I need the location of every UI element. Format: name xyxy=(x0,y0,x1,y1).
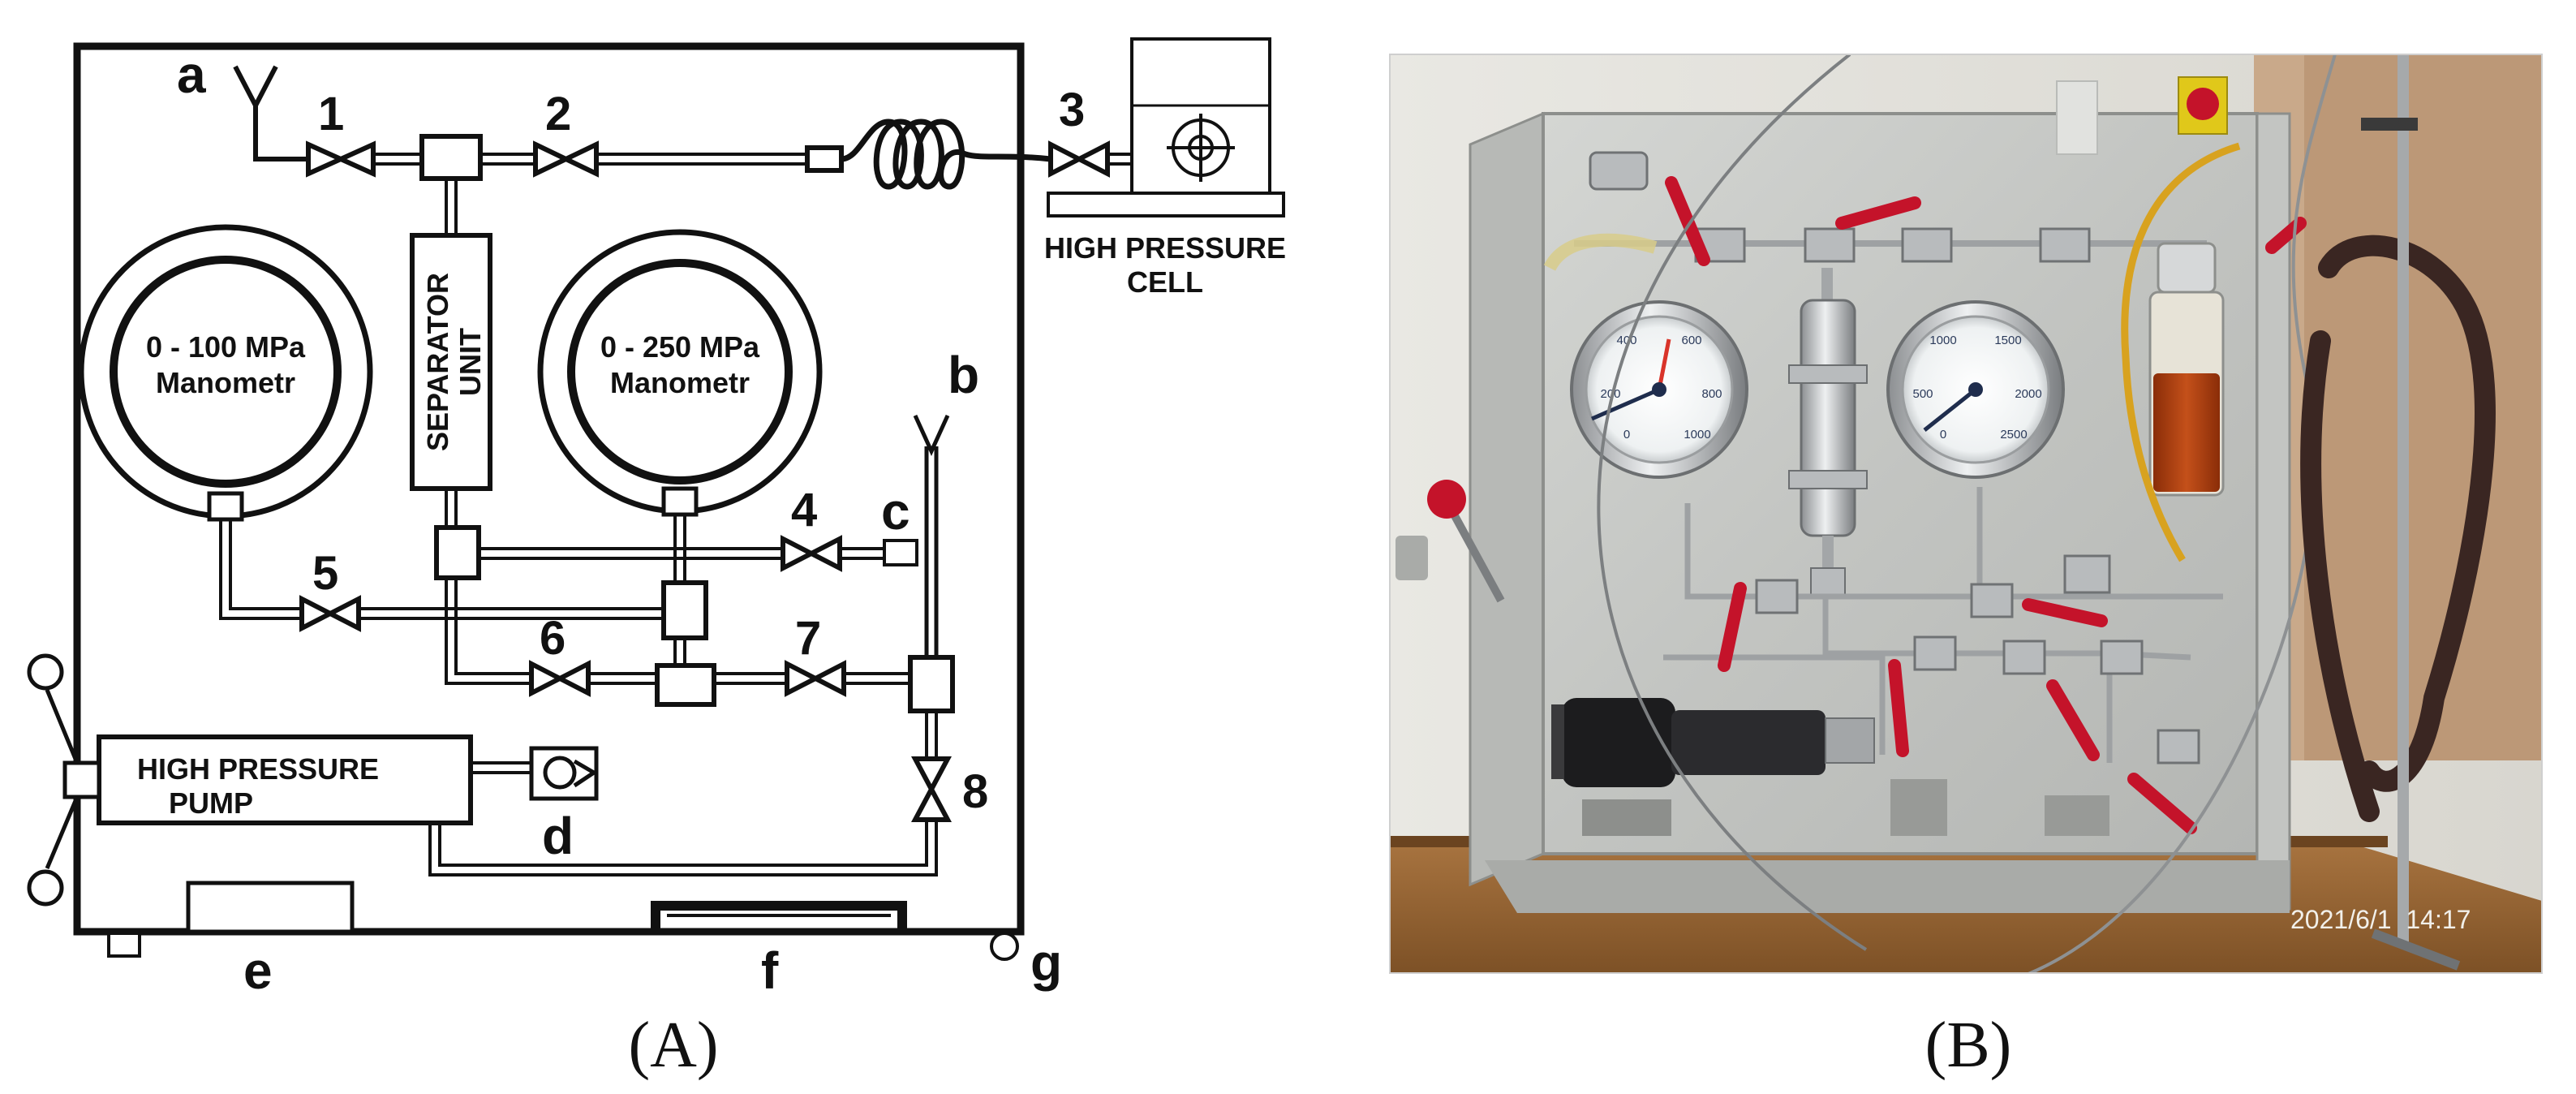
photo-valve-handles xyxy=(1665,176,2307,834)
cell-label-line2: CELL xyxy=(1127,265,1203,299)
valve-2-symbol xyxy=(533,140,599,178)
top-tee xyxy=(419,134,483,181)
inlet-a-arrow xyxy=(233,65,308,162)
gauge-right-tick-2500: 2500 xyxy=(2000,428,2027,441)
gauge-right-tick-2000: 2000 xyxy=(2015,387,2041,401)
label-e: e xyxy=(243,941,273,1000)
gauge-right-name: Manometr xyxy=(610,366,750,399)
separator-feed xyxy=(445,179,458,235)
filter-block xyxy=(805,145,844,173)
separator-bottom-tee xyxy=(434,525,481,580)
valve-1-label: 1 xyxy=(318,88,344,140)
label-b: b xyxy=(948,346,979,404)
pump-label-line1: HIGH PRESSURE xyxy=(137,752,379,786)
manifold-block-lower xyxy=(655,663,716,707)
caption-a: (A) xyxy=(628,1010,718,1081)
pump-motor-d xyxy=(529,746,599,801)
gauge-left-tick-600: 600 xyxy=(1681,334,1701,347)
gauge-right-outline xyxy=(537,229,823,583)
high-pressure-cell xyxy=(1047,37,1285,218)
separator-label-line1: SEPARATOR xyxy=(421,273,454,451)
cell-label-line1: HIGH PRESSURE xyxy=(1044,231,1286,265)
photo-gauge-right xyxy=(1886,300,2065,479)
separator-unit xyxy=(410,233,492,491)
photo-top-fittings xyxy=(1589,151,2091,263)
label-d: d xyxy=(542,807,574,865)
pump-label-line2: PUMP xyxy=(169,786,253,820)
photo-cable-arc xyxy=(1597,54,1868,951)
foot-left xyxy=(107,932,141,958)
gauge-right-tick-0: 0 xyxy=(1940,428,1946,441)
valve-3-symbol xyxy=(1048,140,1110,178)
photo-emergency-stop xyxy=(2056,76,2228,155)
caption-b: (B) xyxy=(1925,1010,2012,1081)
valve-8-label: 8 xyxy=(962,765,988,818)
gauge-right-tick-1000: 1000 xyxy=(1929,334,1956,347)
photo-cabinet-side xyxy=(1469,111,1545,887)
valve-6-label: 6 xyxy=(540,612,566,665)
valve-4-symbol xyxy=(781,535,842,572)
photo-lab-stand xyxy=(2398,54,2409,947)
manifold-block-upper xyxy=(661,580,708,640)
gauge-left-tick-0: 0 xyxy=(1623,428,1630,441)
gauge-left-tick-1000: 1000 xyxy=(1684,428,1710,441)
photo-yellow-tube xyxy=(2121,142,2241,562)
gauge-left-tick-200: 200 xyxy=(1600,387,1620,401)
foot-right-g xyxy=(990,932,1019,961)
label-g: g xyxy=(1030,933,1062,992)
gauge-right-tick-1500: 1500 xyxy=(1994,334,2021,347)
photo-lower-fittings xyxy=(1755,554,2200,765)
top-pipe xyxy=(373,153,807,166)
coil-tubing xyxy=(841,118,1051,190)
valve-1-symbol xyxy=(306,140,376,178)
gauge-left-name: Manometr xyxy=(156,366,295,399)
photo-timestamp: 2021/6/1 14:17 xyxy=(2290,905,2471,934)
gauge-left-tick-800: 800 xyxy=(1701,387,1722,401)
photo-external-lever xyxy=(1396,480,1505,603)
inlet-b-arrow xyxy=(913,414,950,657)
label-a: a xyxy=(177,45,206,104)
drawer-e xyxy=(186,881,355,934)
valve-6-symbol xyxy=(529,660,591,697)
gauge-right-range: 0 - 250 MPa xyxy=(600,330,760,364)
label-f: f xyxy=(761,941,779,1000)
valve-3-label: 3 xyxy=(1059,84,1085,136)
schematic-panel xyxy=(27,37,1285,961)
valve-5-label: 5 xyxy=(312,547,338,600)
label-c: c xyxy=(881,482,910,541)
photo-lower-pipes xyxy=(1663,487,2223,763)
valve-7-symbol xyxy=(785,660,846,697)
schematic-labels: a b c d e f g 1 2 3 4 5 6 7 8 HIGH PRESS… xyxy=(137,45,1286,1000)
high-pressure-pump xyxy=(97,734,473,825)
photo-oil-reservoir xyxy=(2148,242,2225,497)
cabinet-frame xyxy=(73,42,1025,936)
valve-5-symbol xyxy=(299,595,361,632)
valve-4-label: 4 xyxy=(791,484,817,536)
valve-7-label: 7 xyxy=(795,612,821,665)
outlet-c-block xyxy=(883,539,918,566)
valve-2-label: 2 xyxy=(545,88,571,140)
pump-handle xyxy=(27,653,101,907)
photo-gauge-left xyxy=(1570,300,1748,479)
separator-label-line2: UNIT xyxy=(454,328,487,396)
gauge-right-tick-500: 500 xyxy=(1912,387,1933,401)
door-f xyxy=(651,901,907,932)
gauge-left-range: 0 - 100 MPa xyxy=(146,330,306,364)
valve-8-symbol xyxy=(911,756,952,822)
photo-panel: 400 600 200 800 0 1000 xyxy=(1389,54,2543,974)
photo-separator xyxy=(1788,268,1868,598)
photo-pump xyxy=(1551,698,1875,787)
gauge-left-outline xyxy=(78,224,373,620)
right-tee xyxy=(908,655,955,713)
